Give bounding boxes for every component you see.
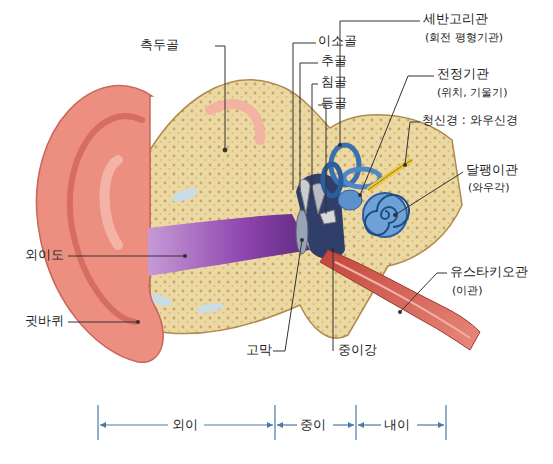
part-label: 청신경 : 와우신경 xyxy=(422,113,518,127)
middle-ear-cavity xyxy=(296,174,345,259)
leader-line xyxy=(405,122,420,165)
region-label: 외이 xyxy=(172,417,198,433)
leader-line xyxy=(68,322,138,323)
part-label: 이소골 xyxy=(318,33,357,49)
part-label: 세반고리관 xyxy=(423,11,488,27)
part-label: 귓바퀴 xyxy=(25,313,64,329)
ear-canal xyxy=(148,214,310,276)
part-note: (와우각) xyxy=(468,181,510,194)
cochlea xyxy=(363,193,407,237)
leader-line xyxy=(68,256,185,257)
cochlea-spiral xyxy=(365,195,409,235)
concha xyxy=(105,160,119,245)
pinna-fold xyxy=(70,116,142,322)
part-label: 전정기관 xyxy=(437,66,489,82)
cartilage xyxy=(196,302,225,315)
leader-dots xyxy=(136,143,407,324)
leader-line xyxy=(273,240,302,351)
part-label: 유스타키오관 xyxy=(450,264,528,280)
malleus xyxy=(299,179,310,214)
cartilage xyxy=(170,186,200,205)
skin-layer xyxy=(210,104,260,140)
part-label: 등골 xyxy=(321,95,347,111)
leader-line xyxy=(215,46,225,150)
region-label: 중이 xyxy=(300,417,326,433)
leader-line xyxy=(312,84,318,198)
vestibule xyxy=(338,190,362,210)
leader-line xyxy=(400,273,447,312)
leader-line xyxy=(300,63,318,190)
stapes xyxy=(320,210,336,224)
part-label: 침골 xyxy=(321,74,347,90)
leader-line xyxy=(333,250,334,351)
region-dimension xyxy=(98,405,446,440)
eardrum xyxy=(296,210,308,254)
part-label: 중이강 xyxy=(338,342,377,358)
leader-line xyxy=(318,105,326,214)
part-label: 추골 xyxy=(321,53,347,69)
part-label: 고막 xyxy=(246,342,272,358)
leader-line xyxy=(395,172,463,215)
leader-dot xyxy=(223,148,227,152)
leader-lines xyxy=(68,21,463,351)
part-label: 달팽이관 xyxy=(466,162,518,178)
leader-line xyxy=(360,76,434,195)
auditory-nerve-edge xyxy=(368,160,412,190)
leader-line xyxy=(293,43,316,190)
auditory-nerve xyxy=(368,160,412,190)
part-note: (회전 평형기관) xyxy=(425,31,503,44)
part-label: 외이도 xyxy=(25,247,64,263)
tube-highlight xyxy=(335,262,470,338)
part-note: (이관) xyxy=(452,284,483,297)
part-label: 측두골 xyxy=(140,37,179,53)
part-note: (위치, 기울기) xyxy=(437,86,508,99)
region-label: 내이 xyxy=(384,417,410,433)
